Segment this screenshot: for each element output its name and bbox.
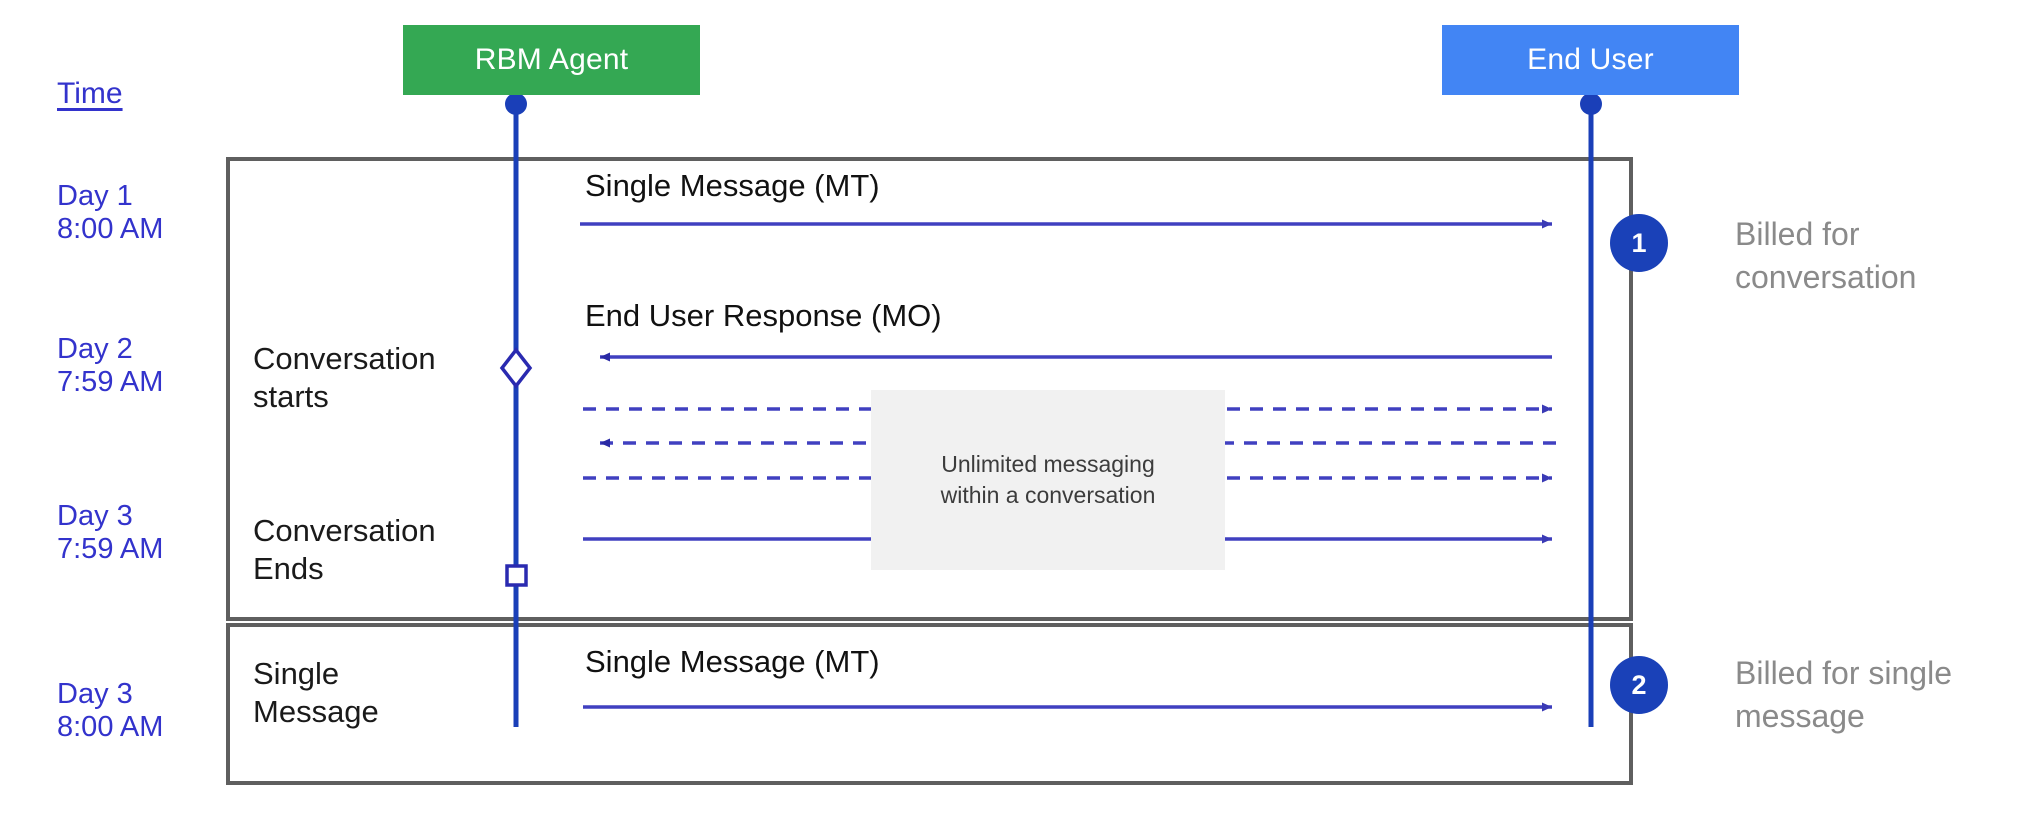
actor-rbm-agent[interactable]: RBM Agent [403,25,700,95]
message-label-end-user-response-mo: End User Response (MO) [585,298,942,333]
time-label-day3-0800: Day 3 8:00 AM [57,678,164,743]
time-axis-header: Time [57,77,123,110]
conversation-end-square [505,564,528,587]
time-label-day1-0800: Day 1 8:00 AM [57,180,164,245]
actor-end-user[interactable]: End User [1442,25,1739,95]
callout-text-billed-for-conversation: Billed for conversation [1735,216,1917,296]
time-label-day3-0759: Day 3 7:59 AM [57,500,164,565]
stage-label-single-message: Single Message [253,656,379,729]
actor-end-user-label: End User [1527,43,1654,76]
actor-rbm-agent-label: RBM Agent [474,43,629,76]
single-message-frame [226,623,1633,785]
callout-text-billed-for-single-message: Billed for single message [1735,655,1952,735]
stage-label-conversation-starts: Conversation starts [253,341,436,414]
message-label-single-message-mt-1: Single Message (MT) [585,168,880,203]
callout-badge-1[interactable]: 1 [1610,214,1668,272]
conversation-frame [226,157,1633,621]
stage-label-conversation-ends: Conversation Ends [253,513,436,586]
callout-badge-2[interactable]: 2 [1610,656,1668,714]
message-label-single-message-mt-2: Single Message (MT) [585,644,880,679]
time-label-day2-0759: Day 2 7:59 AM [57,333,164,398]
conversation-start-diamond [499,347,533,389]
note-unlimited-messaging: Unlimited messaging within a conversatio… [871,390,1225,570]
